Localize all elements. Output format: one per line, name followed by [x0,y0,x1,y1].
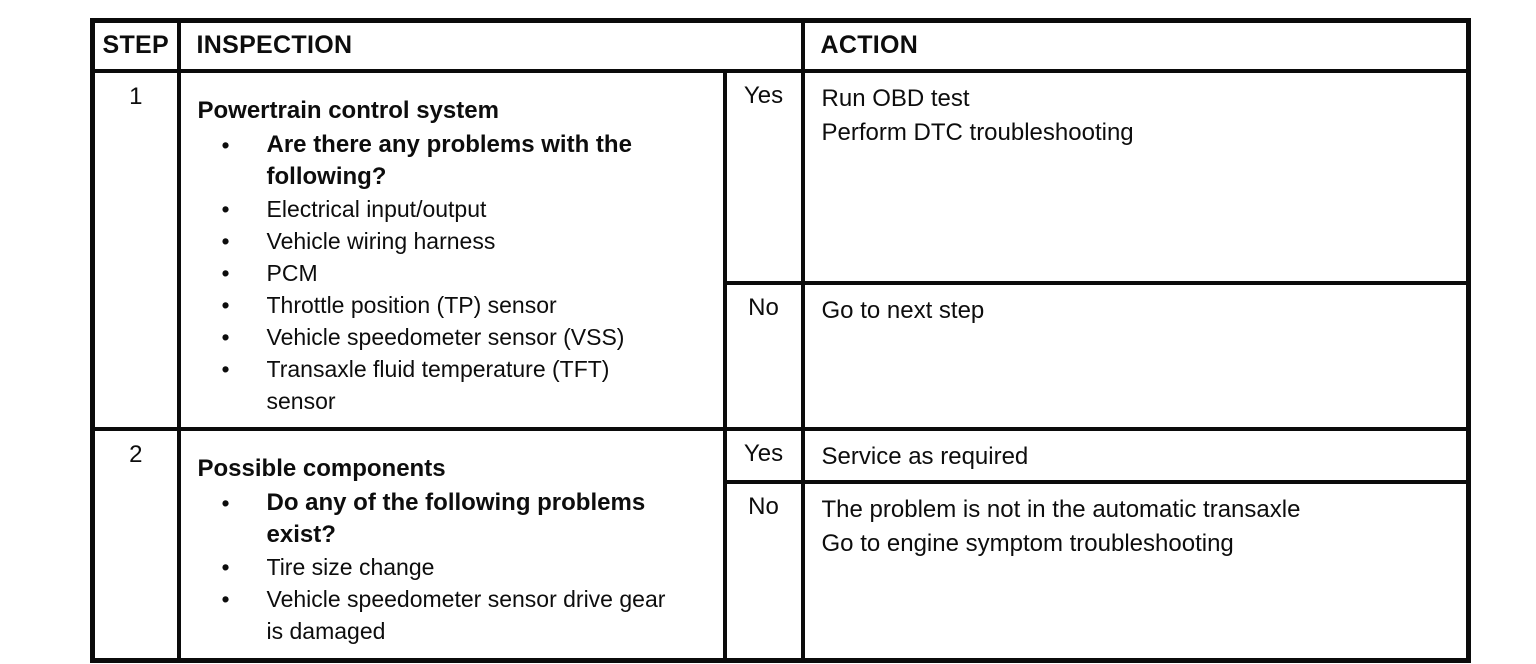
header-inspection: INSPECTION [176,18,805,73]
table-row-step2-no: No The problem is not in the automatic t… [93,479,1471,663]
bullet-text: Transaxle fluid temperature (TFT) sensor [266,355,610,414]
header-step: STEP [90,18,181,73]
bullet-icon: • [221,323,230,350]
bullet-text: Vehicle wiring harness [266,227,496,254]
list-item: • Vehicle speedometer sensor drive gear … [198,583,713,647]
action-cell-step2-yes: Service as required [800,426,1471,484]
yes-cell-step1: Yes [722,68,805,286]
bullet-icon: • [221,227,230,254]
list-item: • Transaxle fluid temperature (TFT) sens… [198,353,713,417]
bullet-icon: • [221,585,230,612]
bullet-text: Vehicle speedometer sensor drive gear is… [266,585,666,644]
table-row-step2-yes: 2 Possible components • Do any of the fo… [90,426,1471,663]
step-number-2: 2 [90,426,181,663]
inspection-cell-step1: Powertrain control system • Are there an… [176,68,727,431]
action-line: Run OBD test [821,84,970,112]
list-item: • Vehicle speedometer sensor (VSS) [198,321,713,353]
header-action: ACTION [800,18,1471,73]
step-number-1: 1 [90,68,181,431]
inspection-title: Possible components [197,454,446,482]
action-line: Go to engine symptom troubleshooting [821,529,1234,557]
inspection-cell-step2: Possible components • Do any of the foll… [176,426,727,663]
action-cell-step1-yes: Run OBD test Perform DTC troubleshooting [800,68,1471,286]
bullet-text: Throttle position (TP) sensor [266,291,557,318]
bullet-text: Tire size change [266,553,435,580]
list-item: • PCM [198,257,713,289]
list-item: • Vehicle wiring harness [198,225,713,257]
bullet-icon: • [221,195,230,222]
action-line: Perform DTC troubleshooting [821,118,1134,146]
bullet-icon: • [221,355,230,382]
no-cell-step1: No [722,281,805,431]
action-line: Service as required [821,442,1029,470]
bullet-text: PCM [266,259,318,286]
table-header-row: STEP INSPECTION ACTION [90,18,1471,73]
list-item: • Do any of the following problems exist… [198,487,713,551]
no-cell-step2: No [722,479,805,663]
bullet-icon: • [221,291,230,318]
troubleshooting-table: STEP INSPECTION ACTION 1 Powertrain cont… [90,18,1472,663]
inspection-title: Powertrain control system [197,96,499,124]
bullet-text: Do any of the following problems exist? [266,488,646,548]
list-item: • Throttle position (TP) sensor [198,289,713,321]
action-cell-step1-no: Go to next step [800,281,1471,431]
list-item: • Electrical input/output [198,193,713,225]
action-line: The problem is not in the automatic tran… [821,495,1301,523]
yes-cell-step2: Yes [722,426,805,484]
table-row-step1-no: No Go to next step [93,281,1471,431]
list-item: • Tire size change [198,551,713,583]
bullet-icon: • [221,553,230,580]
bullet-icon: • [221,259,230,286]
bullet-icon: • [221,489,230,516]
bullet-text: Vehicle speedometer sensor (VSS) [266,323,625,350]
bullet-text: Electrical input/output [266,195,487,222]
table-row-step1-yes: 1 Powertrain control system • Are there … [90,68,1471,431]
bullet-text: Are there any problems with the followin… [266,130,632,190]
action-line: Go to next step [821,297,985,325]
bullet-icon: • [221,131,230,158]
list-item: • Are there any problems with the follow… [198,129,713,193]
action-cell-step2-no: The problem is not in the automatic tran… [800,479,1471,663]
